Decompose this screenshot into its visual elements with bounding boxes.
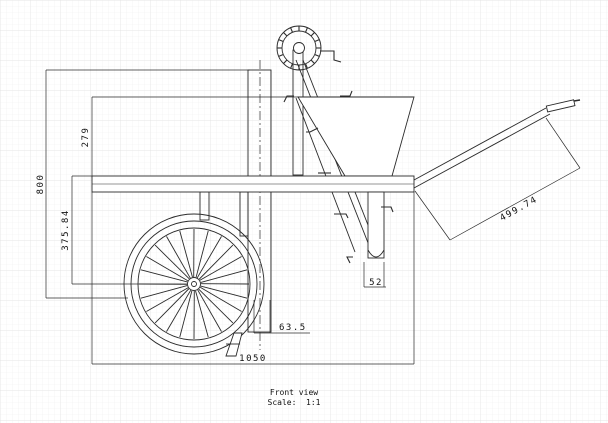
wheel-spoke	[197, 289, 222, 332]
chassis-frame	[91, 175, 415, 193]
gear-tooth	[290, 63, 294, 69]
wheel-spoke	[199, 256, 242, 281]
gear-tooth	[283, 32, 288, 37]
dimension-lines	[45, 69, 581, 365]
gear-tooth	[283, 59, 288, 64]
wheel-spoke	[195, 230, 209, 278]
wheel-spoke	[198, 288, 234, 324]
wheel-spoke	[154, 288, 190, 324]
wheel-spoke	[154, 244, 190, 280]
wheel-spoke	[196, 236, 222, 279]
gear-tooth	[310, 32, 315, 37]
ground-tool	[225, 332, 243, 357]
dimension-spout-width: 52	[369, 278, 383, 288]
gear-tooth	[278, 53, 284, 57]
wheel-spoke	[179, 290, 193, 338]
dimension-overall-length: 1050	[239, 354, 267, 364]
wheel-spoke	[146, 287, 189, 312]
wheel-spoke	[195, 290, 209, 338]
scale-caption: Scale: 1:1	[268, 398, 321, 407]
wheel-spoke	[199, 286, 242, 312]
gear-tooth	[304, 27, 308, 33]
sprocket-gear	[276, 25, 322, 71]
dimension-hopper-height: 279	[81, 127, 91, 148]
dimension-post-offset: 63.5	[279, 323, 307, 333]
push-handle	[413, 99, 581, 189]
chain-hooks	[283, 50, 394, 264]
dimension-axle-height: 375.84	[61, 209, 71, 251]
frame-posts	[199, 49, 304, 350]
seed-spout	[367, 191, 385, 259]
gear-tooth	[278, 39, 284, 43]
wheel-spoke	[140, 285, 188, 299]
wheel-spoke	[200, 269, 248, 283]
gear-tooth	[314, 53, 320, 57]
gear-tooth	[304, 63, 308, 69]
dimension-overall-height: 800	[36, 174, 46, 195]
gear-tooth	[290, 27, 294, 33]
gear-tooth	[310, 59, 315, 64]
gear-tooth	[314, 39, 320, 43]
wheel-spoke	[179, 230, 193, 278]
wheel-spoke	[166, 236, 191, 279]
wheel-spoke	[198, 244, 234, 280]
wheel-spoke	[146, 256, 189, 282]
wheel-spoke	[140, 269, 188, 283]
wheel	[123, 213, 265, 355]
view-caption: Front view	[270, 388, 318, 397]
wheel-spoke	[200, 285, 248, 299]
wheel-spoke	[166, 289, 192, 332]
